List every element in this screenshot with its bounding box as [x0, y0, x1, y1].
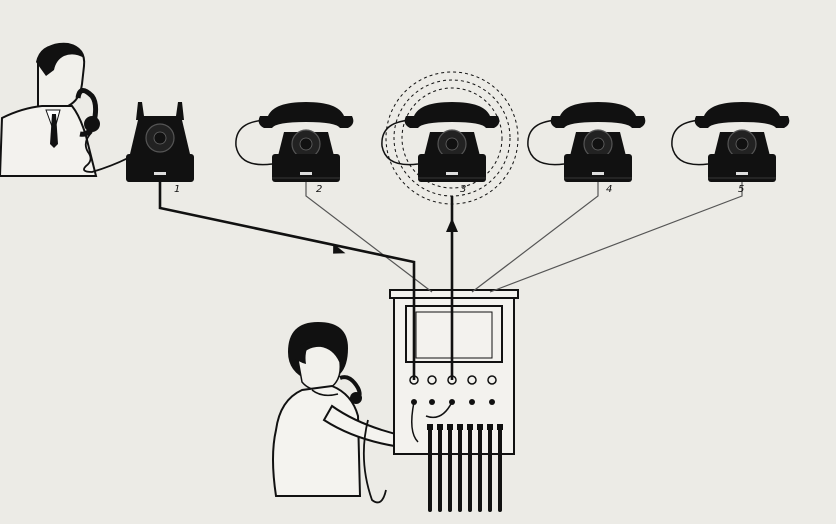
- arrow-call-direction-in: [333, 243, 346, 254]
- telephone-1: [125, 101, 195, 183]
- telephone-2: [235, 101, 354, 183]
- telephone-2-label: 2: [316, 184, 322, 195]
- caller-handset-cord: [83, 131, 129, 173]
- operator-woman-illustration: [272, 322, 450, 497]
- telephone-3-ringing: [381, 71, 519, 205]
- telephone-4-label: 4: [606, 184, 612, 195]
- connecting-cord: [411, 401, 453, 443]
- telephone-3-cord: [381, 119, 419, 166]
- telephone-5: [671, 101, 790, 183]
- operator-headset-handset: [339, 375, 362, 404]
- telephone-5-label: 5: [738, 184, 744, 195]
- caller-handset: [75, 88, 100, 137]
- telephone-3-label: 3: [460, 184, 466, 195]
- line-1-active-call-in: [158, 180, 416, 380]
- line-2-to-switchboard: [305, 180, 433, 293]
- line-5-to-switchboard: [489, 180, 743, 293]
- line-4-to-switchboard: [471, 180, 599, 293]
- telephone-2-cord: [235, 119, 273, 166]
- switchboard: [362, 289, 519, 512]
- caller-man-illustration: [0, 42, 129, 177]
- telephone-5-cord: [671, 119, 709, 166]
- telephone-4: [527, 101, 646, 183]
- ringing-waves: [385, 71, 519, 205]
- arrow-call-direction-up: [446, 218, 458, 232]
- telephone-lines: [158, 180, 743, 380]
- telephone-4-cord: [527, 119, 565, 166]
- telephone-1-label: 1: [174, 184, 180, 195]
- switchboard-plug-cords: [427, 424, 503, 512]
